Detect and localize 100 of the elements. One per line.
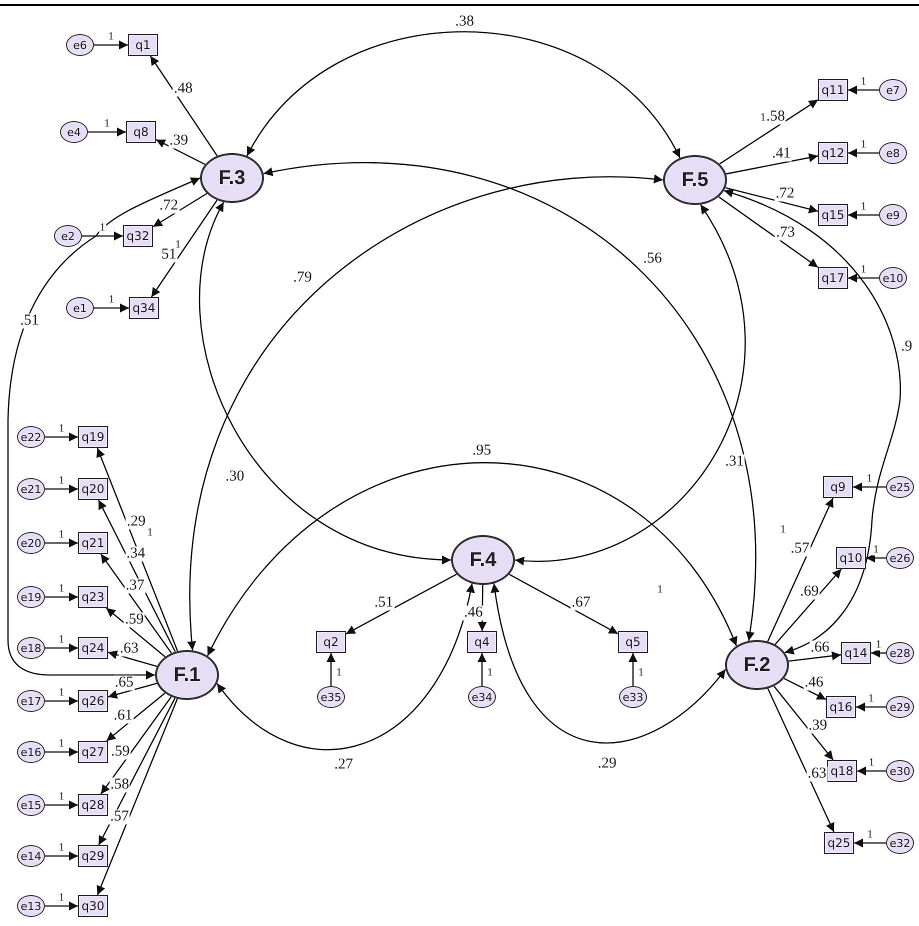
path-arrow xyxy=(152,192,208,228)
edge-label: 1 xyxy=(58,530,66,540)
indicator-box: q26 xyxy=(78,690,108,712)
edge-label: 1 xyxy=(107,32,115,42)
latent-factor-ellipse: F.4 xyxy=(451,535,515,585)
path-arrow xyxy=(866,554,886,562)
path-arrow xyxy=(628,653,638,686)
path-arrow xyxy=(45,696,78,706)
error-circle: e20 xyxy=(17,532,45,554)
path-arrow xyxy=(94,304,129,312)
edge-label: .67 xyxy=(570,596,592,611)
fixed-parameter-label: 1 xyxy=(780,524,786,536)
edge-label: 1 xyxy=(58,424,66,434)
indicator-box: q9 xyxy=(823,476,853,498)
edge-label: .66 xyxy=(810,640,830,656)
covariance-arrow xyxy=(263,162,756,641)
covariance-arrow xyxy=(515,204,746,565)
path-arrow xyxy=(854,838,886,848)
edge-label: 1 xyxy=(860,202,868,212)
path-arrow xyxy=(773,686,834,760)
fixed-parameter-label: 1 xyxy=(147,528,153,538)
edge-label: 1 xyxy=(58,792,66,802)
indicator-box: q32 xyxy=(123,225,153,247)
path-arrow xyxy=(88,128,126,136)
covariance-arrow xyxy=(207,462,738,656)
path-arrow xyxy=(96,698,178,896)
indicator-box: q20 xyxy=(78,478,108,500)
covariance-arrow xyxy=(188,175,664,650)
covariance-arrow xyxy=(199,202,452,564)
path-arrow xyxy=(788,651,842,662)
indicator-box: q2 xyxy=(316,631,346,653)
edge-label: 1 xyxy=(860,264,868,276)
covariance-arrow xyxy=(216,583,474,750)
error-circle: e7 xyxy=(879,79,907,101)
indicator-box: q10 xyxy=(836,547,866,569)
edge-label: .59 xyxy=(124,612,145,628)
edge-label: .51 xyxy=(19,314,40,329)
edge-label: .48 xyxy=(172,81,194,96)
latent-factor-ellipse: F.2 xyxy=(725,640,789,690)
path-arrow xyxy=(478,585,487,631)
fixed-parameter-label: 1 xyxy=(657,584,663,596)
path-arrow xyxy=(45,644,78,652)
edge-label: .29 xyxy=(126,514,147,530)
edge-label: .73 xyxy=(775,226,796,241)
covariance-arrow xyxy=(724,189,901,654)
path-arrow xyxy=(725,187,818,214)
indicator-box: q17 xyxy=(818,267,848,289)
error-circle: e32 xyxy=(886,832,914,854)
path-arrow xyxy=(98,500,176,652)
indicator-box: q29 xyxy=(78,845,108,867)
edge-label: 1 xyxy=(860,140,868,150)
latent-factor-ellipse: F.5 xyxy=(663,155,727,205)
edge-label: .72 xyxy=(158,198,180,214)
error-circle: e2 xyxy=(54,225,82,247)
path-arrow xyxy=(45,592,78,602)
path-arrow xyxy=(726,153,818,175)
path-arrow xyxy=(346,574,457,634)
error-circle: e18 xyxy=(17,637,45,659)
edge-label: .57 xyxy=(109,810,130,825)
edge-label: .39 xyxy=(807,718,828,734)
path-arrow xyxy=(98,698,176,846)
path-arrow xyxy=(106,692,166,742)
path-arrow xyxy=(508,574,618,634)
path-arrow xyxy=(100,696,172,794)
indicator-box: q15 xyxy=(818,204,848,226)
edge-label: .46 xyxy=(804,676,824,691)
indicator-box: q27 xyxy=(78,741,108,763)
indicator-box: q12 xyxy=(818,142,848,164)
path-arrow xyxy=(853,482,886,492)
error-circle: e35 xyxy=(317,686,345,708)
edge-label: 1 xyxy=(58,688,66,698)
indicator-box: q19 xyxy=(78,426,108,448)
edge-label: .69 xyxy=(799,584,820,600)
edge-label: 1 xyxy=(58,634,66,646)
indicator-box: q4 xyxy=(467,631,497,653)
path-arrow xyxy=(156,139,206,165)
edge-label: 51 xyxy=(160,248,178,263)
path-arrow xyxy=(45,538,78,548)
edge-label: .72 xyxy=(774,186,796,202)
path-arrow xyxy=(326,653,336,686)
indicator-box: q30 xyxy=(78,895,108,917)
latent-factor-ellipse: F.1 xyxy=(155,650,219,700)
error-circle: e29 xyxy=(886,696,914,718)
path-arrow xyxy=(100,554,172,654)
indicator-box: q23 xyxy=(78,586,108,608)
error-circle: e17 xyxy=(17,690,45,712)
error-circle: e33 xyxy=(619,686,647,708)
covariance-arrow xyxy=(7,177,200,680)
indicator-box: q24 xyxy=(78,637,108,659)
edge-label: .39 xyxy=(168,133,190,148)
path-arrow xyxy=(45,852,78,860)
path-arrow xyxy=(108,682,157,699)
latent-factor-ellipse: F.3 xyxy=(200,153,264,203)
error-circle: e21 xyxy=(17,478,45,500)
edge-label: 1 xyxy=(58,738,66,750)
path-arrow xyxy=(856,702,886,712)
edge-label: 1 xyxy=(867,694,875,704)
indicator-box: q14 xyxy=(841,642,871,664)
edge-label: 1 xyxy=(866,474,874,484)
fixed-parameter-label: 1 xyxy=(760,112,766,124)
